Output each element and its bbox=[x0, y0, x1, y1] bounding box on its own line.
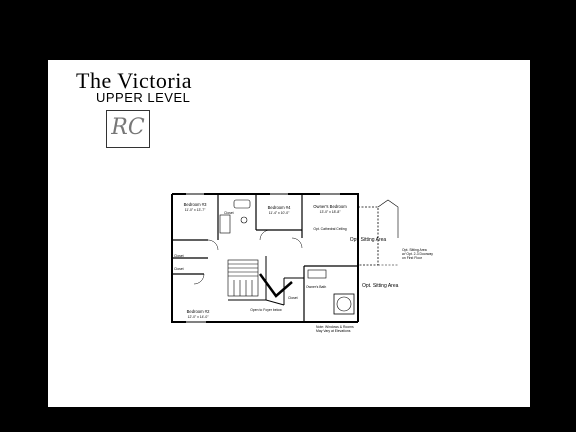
room-dims-bedroom3: 11'-0" x 13'-7" bbox=[185, 208, 206, 212]
outer-wall-top bbox=[172, 193, 359, 266]
label-open-to-foyer: Open to Foyer below bbox=[250, 308, 282, 312]
floor-plan: Bedroom #3 11'-0" x 13'-7" Bedroom #4 11… bbox=[171, 193, 433, 333]
label-closet-d: Closet bbox=[288, 296, 298, 300]
room-dims-owners: 13'-0" x 18'-8" bbox=[320, 210, 342, 214]
monogram-logo: RC bbox=[106, 110, 150, 148]
wall-foyer-rail bbox=[258, 273, 293, 298]
room-label-bedroom4: Bedroom #4 bbox=[268, 205, 291, 210]
label-cathedral-ceiling: Opt. Cathedral Ceiling bbox=[313, 227, 346, 231]
note-sitting-line1: Opt. Sitting Area bbox=[402, 248, 427, 252]
room-label-bedroom3: Bedroom #3 bbox=[184, 202, 207, 207]
toilet-fixture bbox=[240, 216, 248, 224]
room-label-bedroom2: Bedroom #2 bbox=[187, 309, 210, 314]
owner-tub bbox=[333, 293, 355, 315]
note-windows-line2: May Vary at Elevations bbox=[316, 329, 351, 333]
page-title: The Victoria bbox=[76, 68, 193, 93]
label-owners-bath: Owner's Bath bbox=[306, 285, 326, 289]
vanity-fixture bbox=[219, 214, 231, 234]
note-windows-line1: Note: Windows & Rooms bbox=[316, 325, 354, 329]
door-swing-br2 bbox=[193, 273, 205, 285]
label-opt-sitting-area-2: Opt. Sitting Area bbox=[362, 283, 399, 289]
door-swing-br4 bbox=[259, 229, 271, 241]
owner-tub-basin bbox=[336, 296, 352, 312]
page-subtitle: UPPER LEVEL bbox=[96, 90, 191, 105]
label-closet-a: Closet bbox=[224, 211, 234, 215]
opt-sitting-outline-2 bbox=[377, 199, 399, 238]
label-closet-b: Closet bbox=[174, 254, 184, 258]
label-closet-c: Closet bbox=[174, 267, 184, 271]
outer-wall-left bbox=[171, 194, 285, 323]
opt-sitting-outline bbox=[358, 206, 379, 266]
logo-monogram-text: RC bbox=[111, 115, 145, 140]
room-label-owners: Owner's Bedroom bbox=[313, 204, 347, 209]
note-sitting-line2: w/ Opt. 2-3 Doorway bbox=[402, 252, 433, 256]
door-swing-owner bbox=[291, 237, 303, 249]
owner-vanity bbox=[307, 269, 327, 279]
door-swing-br3 bbox=[207, 239, 219, 251]
label-opt-sitting-area: Opt. Sitting Area bbox=[350, 237, 387, 243]
room-dims-bedroom2: 12'-0" x 14'-0" bbox=[188, 315, 210, 319]
staircase bbox=[227, 259, 259, 297]
room-dims-bedroom4: 11'-4" x 10'-0" bbox=[269, 211, 290, 215]
brochure-sheet: The Victoria UPPER LEVEL RC bbox=[48, 60, 530, 407]
wall-stair-right bbox=[265, 256, 285, 306]
tub-fixture bbox=[233, 199, 251, 209]
note-sitting-line3: on First Floor bbox=[402, 256, 423, 260]
